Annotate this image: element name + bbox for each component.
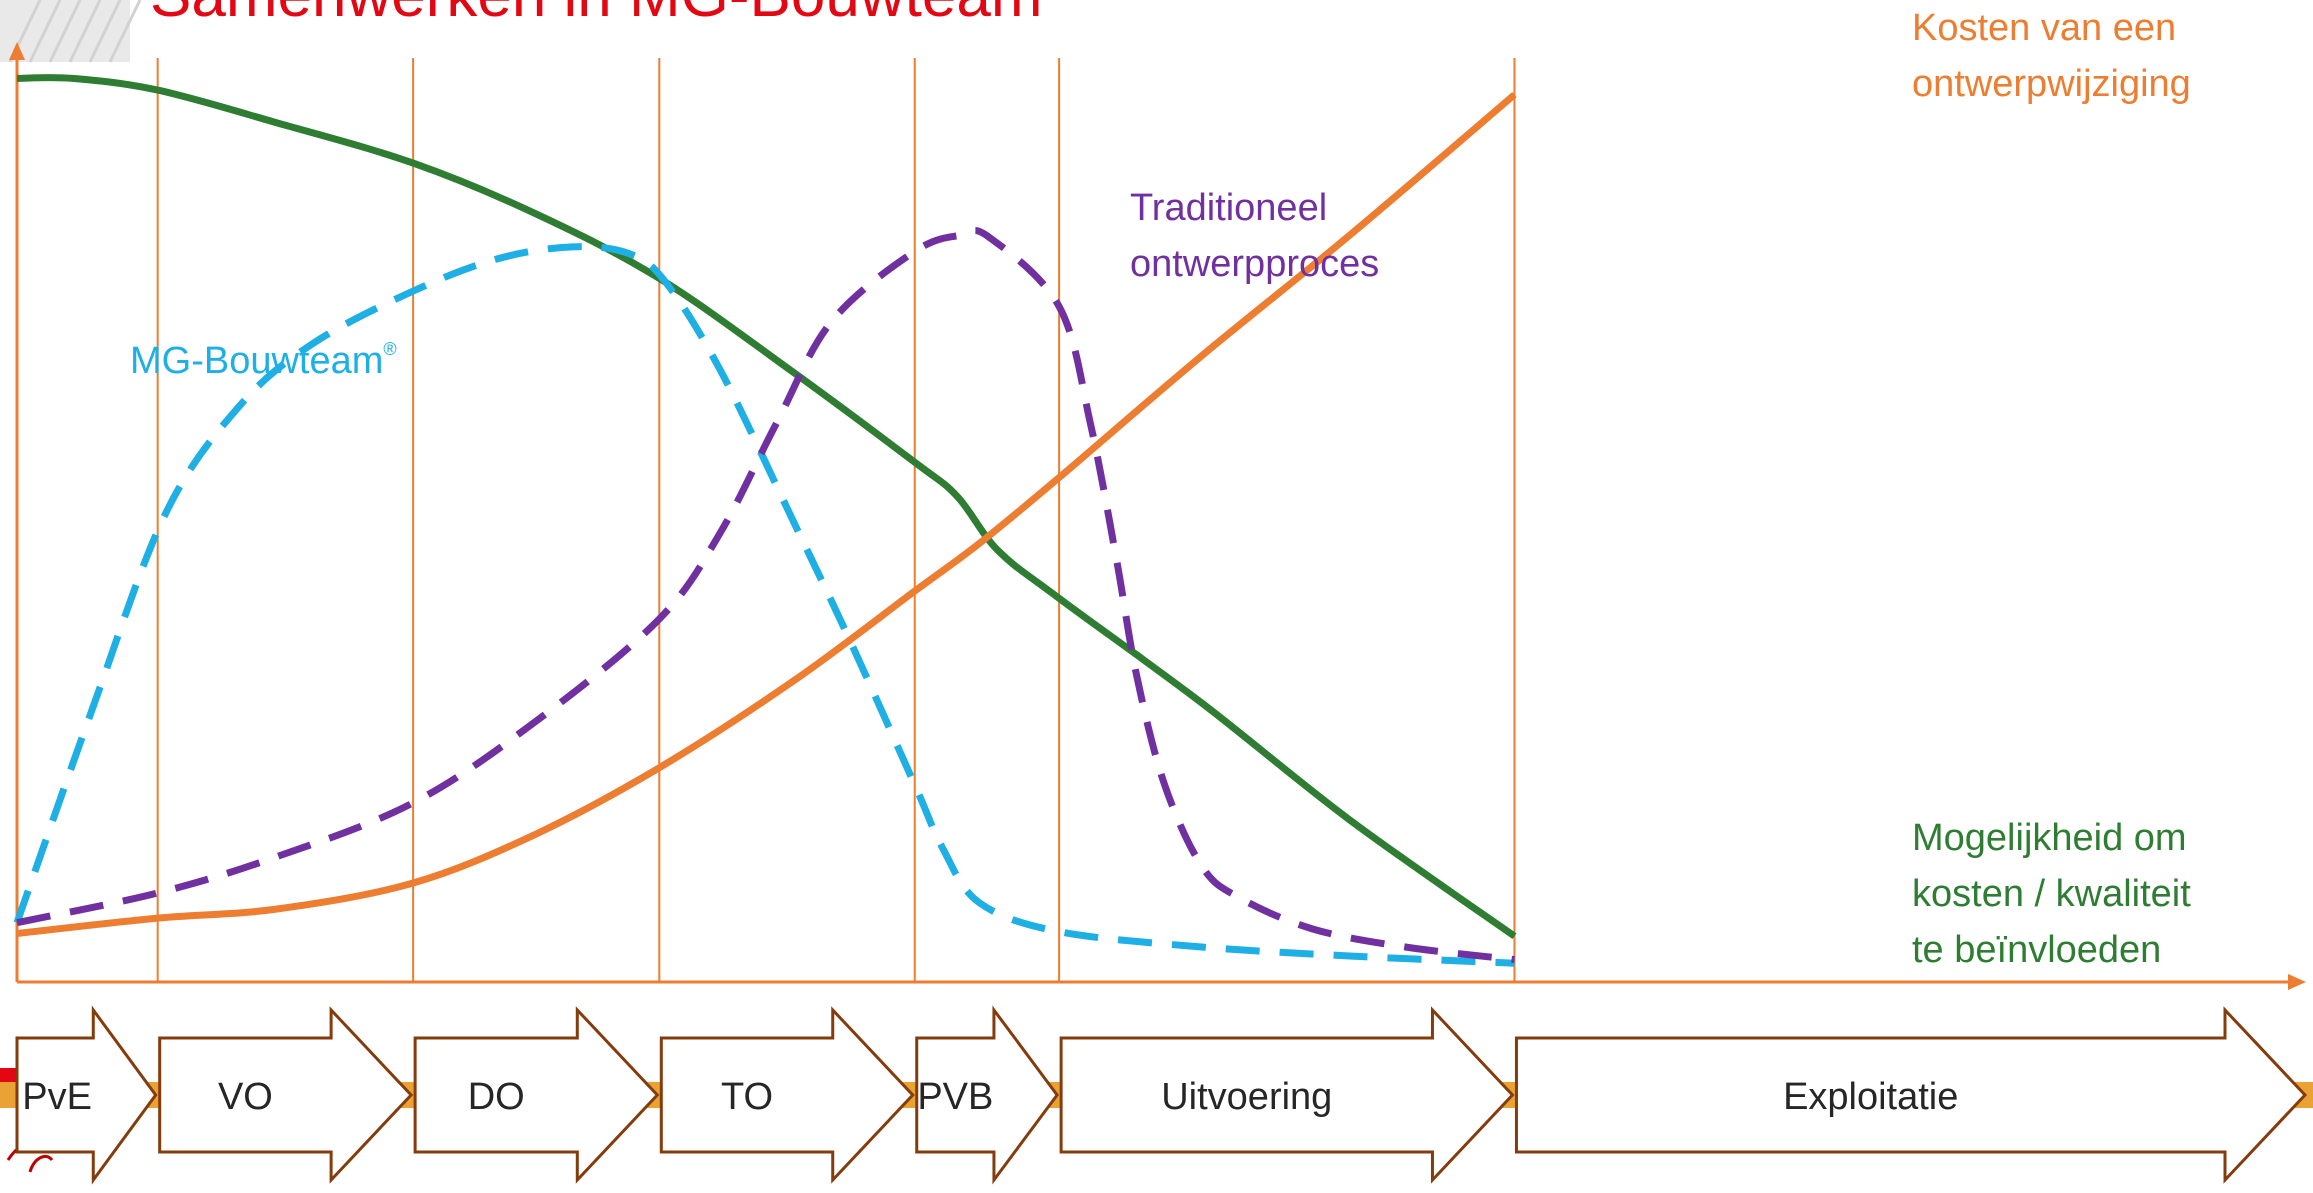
series-label-line: ontwerpproces (1130, 243, 1379, 285)
logo-stripe (88, 0, 122, 63)
phase-arrow (659, 1006, 915, 1184)
series-labels: Kosten van een ontwerpwijzigingMogelijkhe… (130, 7, 2191, 971)
phase-arrow (1059, 1006, 1515, 1184)
phase-boundary-lines (156, 58, 1516, 982)
logo-stripe (108, 0, 142, 63)
phase-label: VO (218, 1076, 273, 1118)
series-label: MG-Bouwteam® (130, 339, 397, 382)
series-label-line: Kosten van een (1912, 7, 2176, 49)
series-label-superscript: ® (383, 339, 396, 359)
series-label: Traditioneel ontwerpproces (1130, 187, 1379, 285)
series-layer (13, 74, 1517, 967)
series-label-line: kosten / kwaliteit (1912, 873, 2191, 915)
axes (9, 42, 2306, 990)
logo-stripe (28, 0, 62, 63)
phase-arrow (158, 1006, 414, 1184)
series-label-line: Traditioneel (1130, 187, 1327, 229)
phase-label: PVB (917, 1076, 993, 1118)
logo-stripe (48, 0, 82, 63)
series-label-line: ontwerpwijziging (1912, 63, 2191, 105)
phase-arrow (915, 1005, 1059, 1185)
series-label: Mogelijkheid om kosten / kwaliteit te beïn… (1912, 817, 2191, 971)
series-line (13, 243, 1515, 967)
series-label-line: te beïnvloeden (1912, 929, 2161, 971)
series-label-line: MG-Bouwteam (130, 340, 383, 382)
y-axis-arrowhead (9, 42, 25, 60)
phase-label: TO (721, 1076, 773, 1118)
phase-label: PvE (22, 1076, 92, 1118)
x-axis-arrowhead (2288, 974, 2306, 990)
phase-label: Uitvoering (1161, 1076, 1332, 1118)
series-line (16, 91, 1517, 937)
phase-band: PvE VO DO TO PVB Uitvoering Exploitatie (0, 1005, 2313, 1185)
logo-stripe (68, 0, 102, 63)
phase-arrow (1514, 1006, 2308, 1184)
series-label: Kosten van een ontwerpwijziging (1912, 7, 2191, 105)
series-label-line: Mogelijkheid om (1912, 817, 2187, 859)
phase-label: DO (468, 1076, 525, 1118)
phase-label: Exploitatie (1783, 1076, 1958, 1118)
slide-title: Samenwerken in MG-Bouwteam (150, 0, 1042, 31)
decor-layer (0, 0, 142, 1173)
phase-arrow (413, 1006, 660, 1184)
phase-arrow (15, 1005, 158, 1185)
